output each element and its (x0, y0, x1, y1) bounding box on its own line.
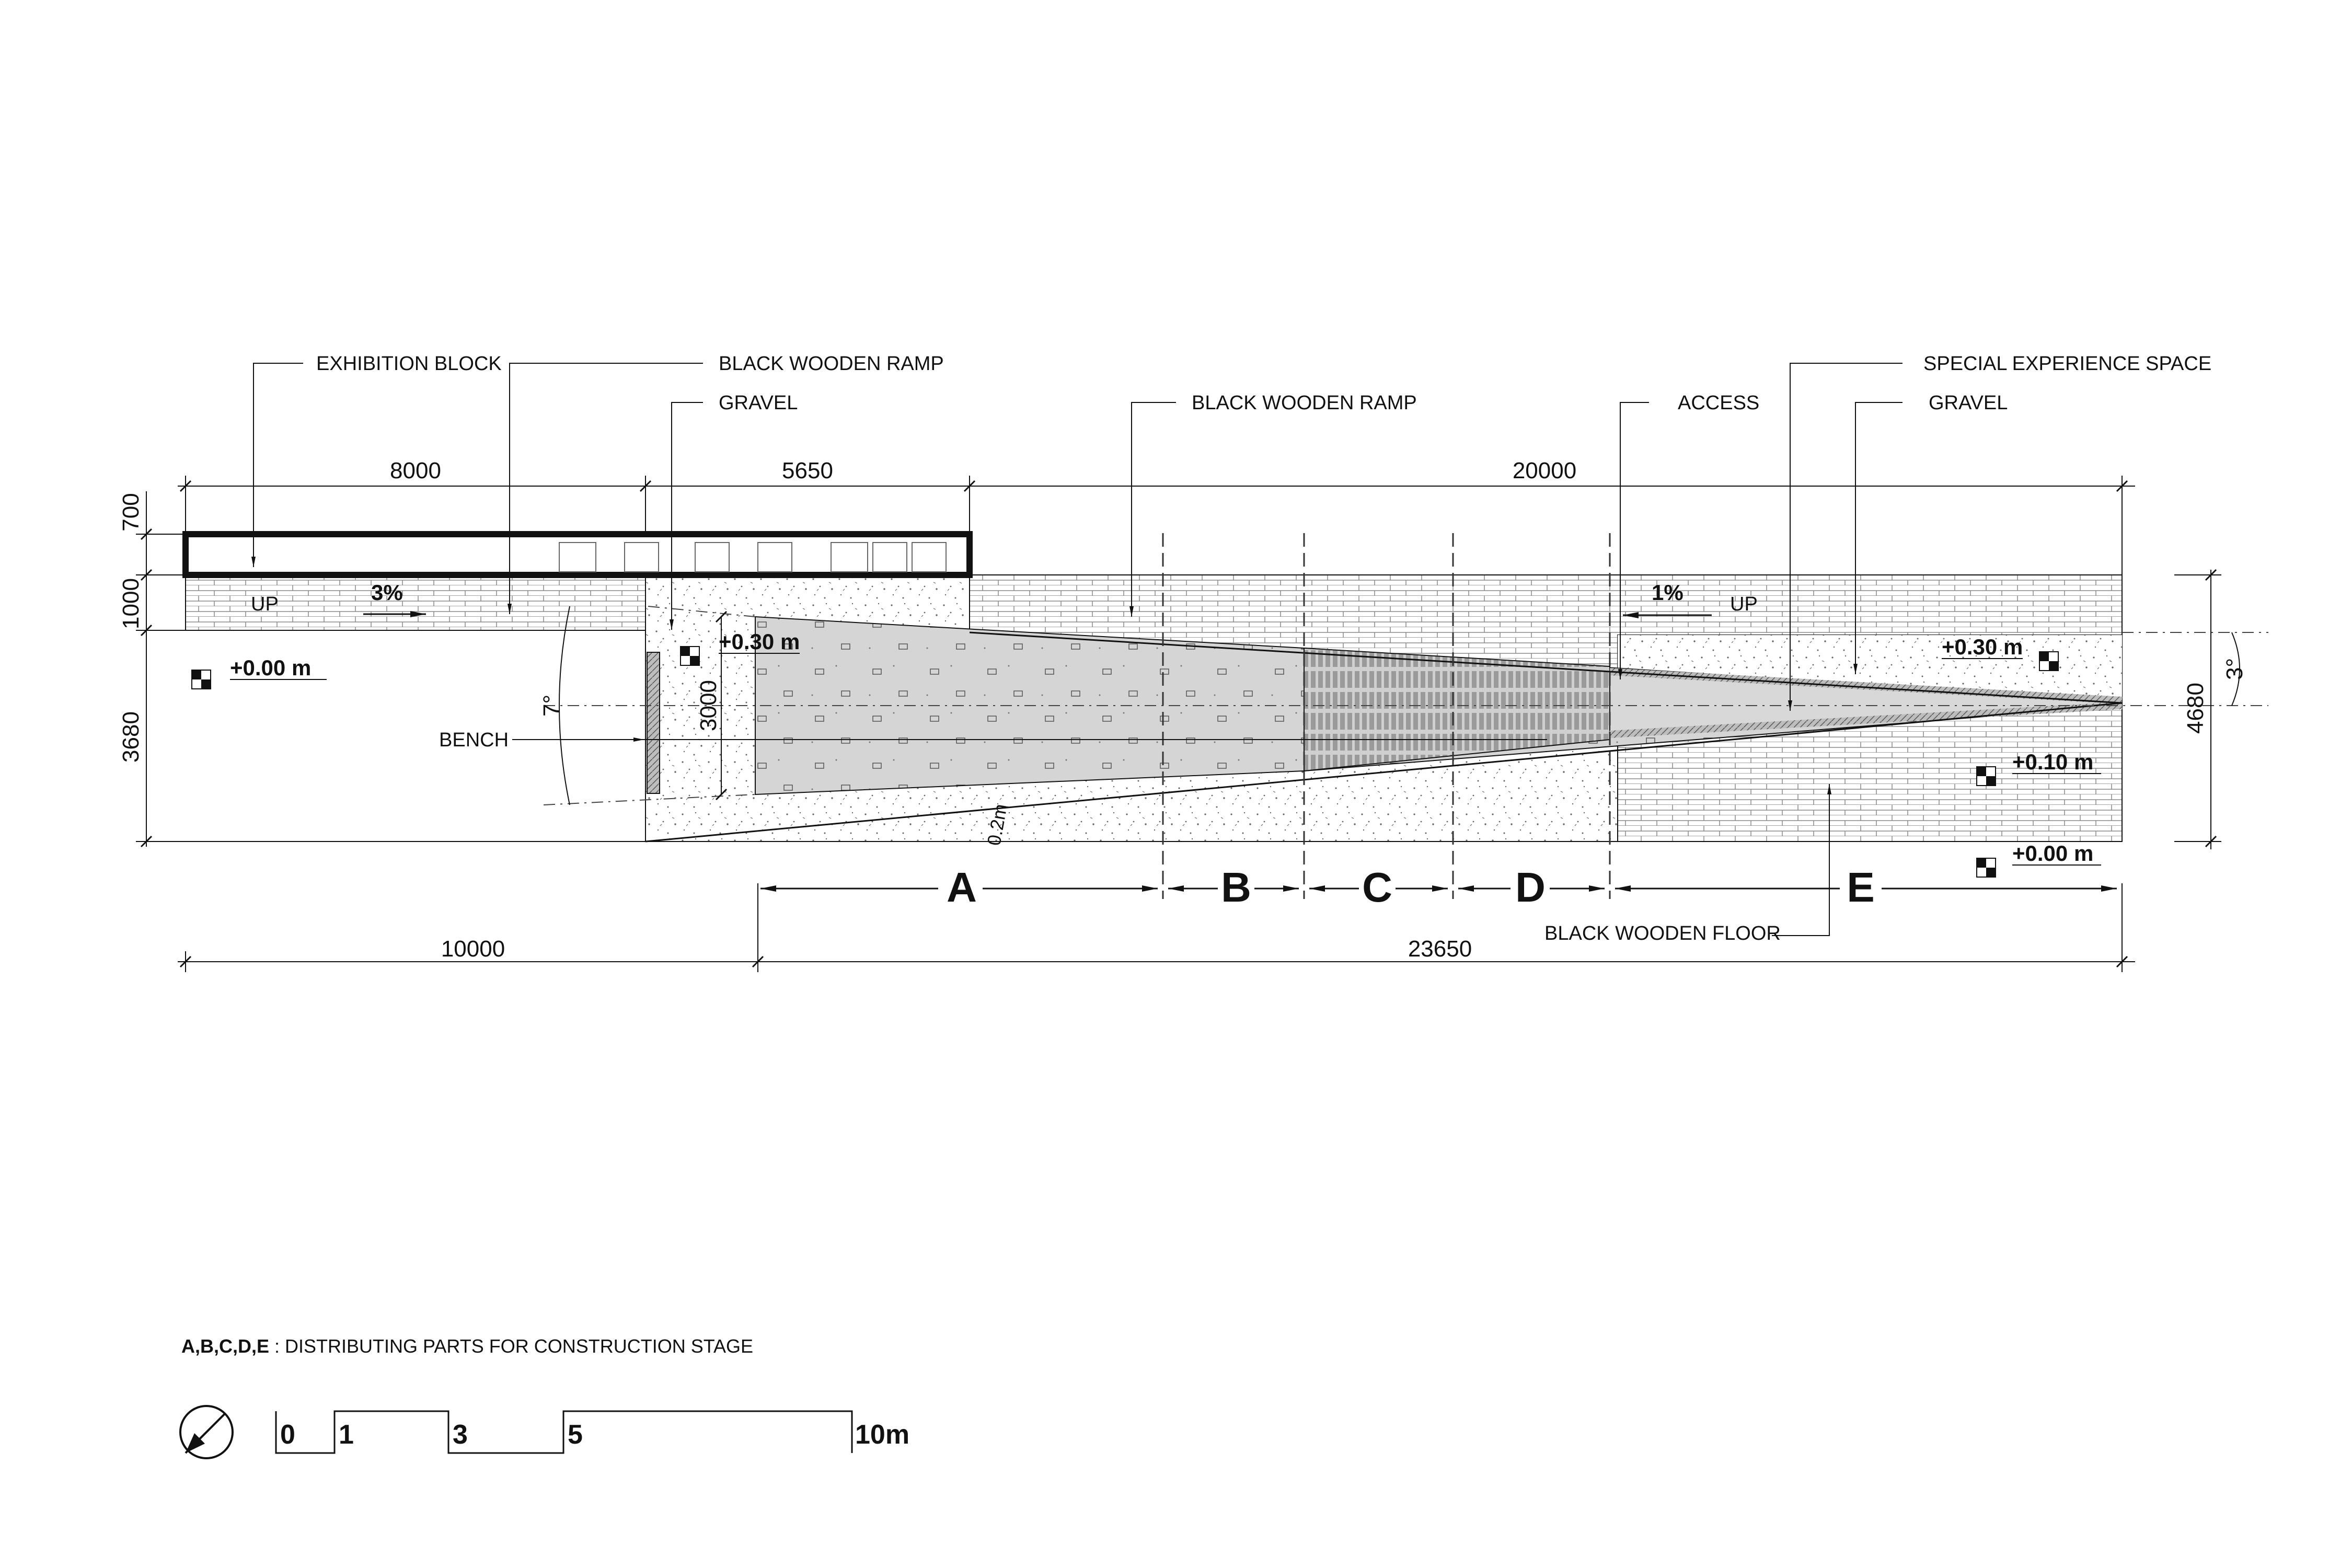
exhibition-block (182, 531, 973, 578)
top-dimension-line (178, 476, 2135, 575)
label-black-wooden-floor: BLACK WOODEN FLOOR (1544, 923, 1781, 944)
scale-tick-3: 3 (453, 1420, 468, 1450)
scale-tick-5: 5 (568, 1420, 583, 1450)
scale-end: 10m (855, 1420, 909, 1450)
exhibition-block-panels (559, 542, 947, 572)
slope-right-up: UP (1730, 593, 1758, 615)
dim-right: 4680 (2183, 683, 2208, 734)
level-right-top: +0.30 m (1942, 635, 2023, 659)
slope-left-pct: 3% (371, 580, 403, 605)
dim-top-3: 20000 (1513, 458, 1576, 483)
angle-left: 7° (539, 695, 564, 717)
dim-top-2: 5650 (782, 458, 833, 483)
bench (647, 652, 660, 794)
dim-bottom-2: 23650 (1408, 936, 1472, 962)
bottom-dimension-line (178, 883, 2135, 972)
left-ramp-strip (185, 574, 646, 631)
label-exhibition-block: EXHIBITION BLOCK (316, 353, 502, 375)
label-special-experience-space: SPECIAL EXPERIENCE SPACE (1923, 353, 2211, 375)
label-bench: BENCH (439, 729, 509, 751)
level-right-bottom: +0.00 m (2012, 841, 2093, 866)
construction-note: A,B,C,D,E : DISTRIBUTING PARTS FOR CONST… (181, 1335, 753, 1357)
scale-tick-1: 1 (339, 1420, 354, 1450)
section-e: E (1847, 864, 1874, 910)
label-gravel-2: GRAVEL (1929, 392, 2008, 414)
level-right-mid: +0.10 m (2012, 750, 2093, 774)
section-a: A (947, 864, 977, 910)
section-b: B (1221, 864, 1251, 910)
dim-left-2: 1000 (118, 578, 144, 629)
label-gravel-1: GRAVEL (719, 392, 798, 414)
leader-lines (251, 363, 1903, 936)
dim-inner-width: 3000 (696, 680, 721, 731)
angle-right: 3° (2222, 658, 2247, 680)
label-black-wooden-ramp-1: BLACK WOODEN RAMP (719, 353, 944, 375)
label-black-wooden-ramp-2: BLACK WOODEN RAMP (1192, 392, 1417, 414)
right-dimension-line (2174, 569, 2221, 849)
north-arrow-icon (179, 1405, 234, 1459)
dim-top-1: 8000 (390, 458, 441, 483)
scale-bar (275, 1410, 853, 1454)
dim-bottom-1: 10000 (441, 936, 505, 962)
level-inner: +0.30 m (719, 629, 800, 654)
construction-note-bold: A,B,C,D,E (181, 1335, 269, 1357)
scale-tick-0: 0 (280, 1420, 295, 1450)
section-c: C (1362, 864, 1392, 910)
label-access: ACCESS (1678, 392, 1759, 414)
slope-right-pct: 1% (1652, 580, 1684, 605)
construction-note-text: : DISTRIBUTING PARTS FOR CONSTRUCTION ST… (269, 1335, 753, 1357)
slope-left-up: UP (251, 593, 279, 615)
level-marker-icon (191, 646, 2059, 878)
level-left: +0.00 m (230, 655, 311, 680)
section-d: D (1515, 864, 1546, 910)
dim-left-3: 3680 (118, 711, 144, 763)
dim-left-1: 700 (118, 493, 144, 531)
left-dimension-line (136, 491, 645, 848)
section-dividers (1162, 533, 1611, 899)
